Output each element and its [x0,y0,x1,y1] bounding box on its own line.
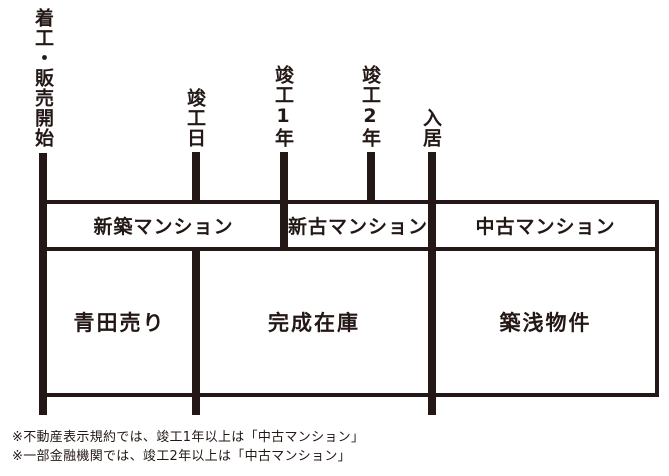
event-bar-completion-date-lower [192,251,200,415]
event-bar-move-in [428,152,436,415]
event-label-move-in: 入居 [420,108,442,148]
event-bar-construction-sales-start [39,153,47,415]
event-label-completion-plus-2yr: 竣工2年 [359,65,381,148]
box-right-border [655,200,659,397]
stage-cell-completed-stock: 完成在庫 [268,311,360,335]
band-bottom-line [39,247,659,251]
event-label-construction-sales-start: 着工・販売開始 [32,8,54,148]
event-label-completion-plus-1yr: 竣工1年 [272,65,294,148]
band-cell-new-old-condo: 新古マンション [288,216,429,238]
band-top-line [39,200,659,204]
stage-cell-recently-built: 築浅物件 [499,311,592,335]
event-label-completion-date: 竣工日 [184,88,206,148]
stage-cell-pre-completion-sale: 青田売り [73,311,166,335]
box-bottom-line [39,393,659,397]
footnote-display-rules: ※不動産表示規約では、竣工1年以上は「中古マンション」 [12,430,365,445]
band-cell-new-condo: 新築マンション [93,216,234,238]
footnotes: ※不動産表示規約では、竣工1年以上は「中古マンション」 ※一部金融機関では、竣工… [12,428,364,466]
band-cell-used-condo: 中古マンション [475,216,616,238]
event-bar-completion-plus-2yr [367,152,375,204]
footnote-financial-institutions: ※一部金融機関では、竣工2年以上は「中古マンション」 [12,449,351,464]
event-bar-completion-date-upper [192,152,200,200]
